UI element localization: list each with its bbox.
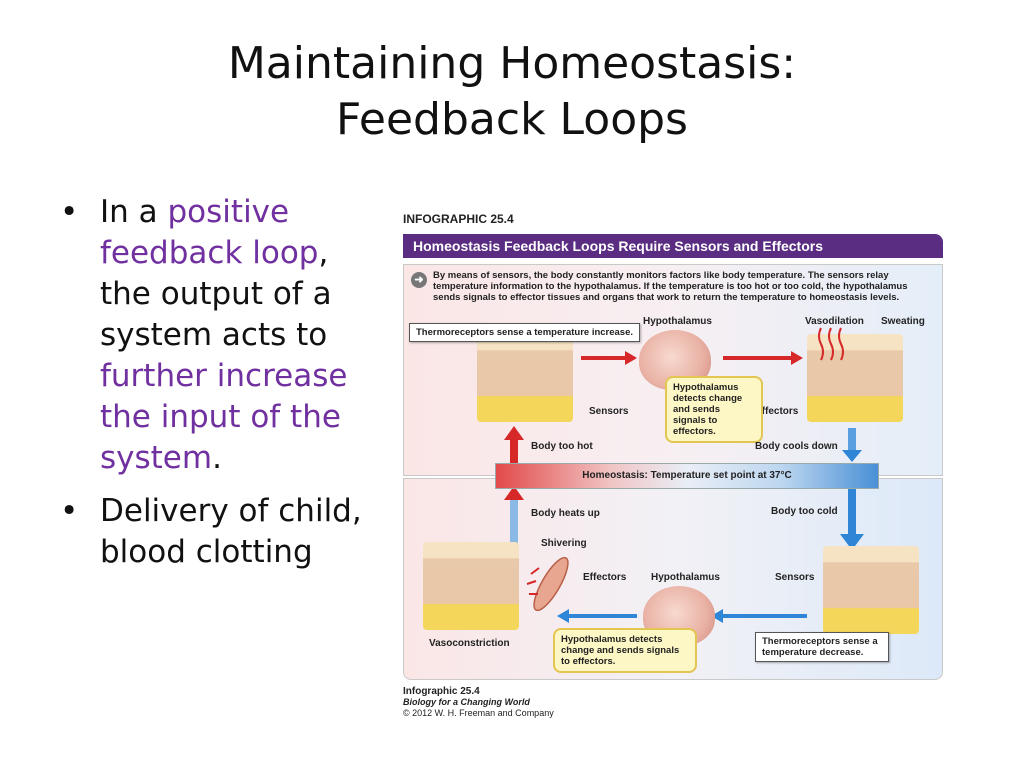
arrowhead <box>842 450 862 462</box>
arrowhead <box>625 351 637 365</box>
sensors-label-top: Sensors <box>589 406 629 417</box>
body-heats-up-label: Body heats up <box>531 508 600 519</box>
slide-title: Maintaining Homeostasis: Feedback Loops <box>60 36 964 148</box>
bullet-text: In a <box>100 194 168 230</box>
skin-sensors-cold-illustration <box>823 546 919 634</box>
slide-title-line2: Feedback Loops <box>336 94 688 145</box>
sensors-label-bottom: Sensors <box>775 572 815 583</box>
skin-sensors-hot-illustration <box>477 334 573 422</box>
hypothalamus-signal-box-top: Hypothalamus detects change and sends si… <box>665 376 763 443</box>
arrow-body-too-cold <box>848 488 856 538</box>
highlight-further-increase: further increase the input of the system <box>100 358 348 476</box>
bullet-dot: • <box>60 194 79 230</box>
heat-wave <box>838 327 844 361</box>
infographic-tag: INFOGRAPHIC 25.4 <box>403 212 514 226</box>
hypothalamus-signal-box-bottom: Hypothalamus detects change and sends si… <box>553 628 697 673</box>
hypothalamus-label-bottom: Hypothalamus <box>651 572 720 583</box>
infographic-banner: Homeostasis Feedback Loops Require Senso… <box>403 234 943 258</box>
bullet-list: • In a positive feedback loop, the outpu… <box>60 192 380 585</box>
sweating-label: Sweating <box>881 316 925 327</box>
bullet-text: . <box>212 440 222 476</box>
bullet-text: , the output of a system acts to <box>100 235 332 353</box>
shivering-muscle <box>533 556 569 612</box>
arrowhead <box>504 486 524 500</box>
slide-title-line1: Maintaining Homeostasis: <box>227 38 797 89</box>
bullet-examples: • Delivery of child, blood clotting <box>60 491 380 573</box>
credit-infographic-number: Infographic 25.4 <box>403 686 480 697</box>
shivering-label: Shivering <box>541 538 587 549</box>
arrowhead <box>557 609 569 623</box>
vasoconstriction-label: Vasoconstriction <box>429 638 510 649</box>
credit-copyright: © 2012 W. H. Freeman and Company <box>403 708 554 718</box>
heat-wave <box>818 327 824 361</box>
highlight-positive-feedback-loop: positive feedback loop <box>100 194 319 271</box>
effectors-label-bottom: Effectors <box>583 572 627 583</box>
bullet-text: Delivery of child, blood clotting <box>100 493 362 570</box>
body-too-cold-label: Body too cold <box>771 506 838 517</box>
thermoreceptors-decrease-box: Thermoreceptors sense a temperature decr… <box>755 632 889 662</box>
arrowhead <box>504 426 524 440</box>
infographic-credit: Infographic 25.4 Biology for a Changing … <box>403 686 554 719</box>
temperature-setpoint-bar: Homeostasis: Temperature set point at 37… <box>495 463 879 489</box>
credit-book-title: Biology for a Changing World <box>403 697 530 707</box>
thermoreceptors-increase-box: Thermoreceptors sense a temperature incr… <box>409 323 641 342</box>
hypothalamus-label-top: Hypothalamus <box>643 316 712 327</box>
bullet-positive-feedback: • In a positive feedback loop, the outpu… <box>60 192 380 479</box>
bullet-dot: • <box>60 493 79 529</box>
arrowhead <box>791 351 803 365</box>
shiver-marks <box>526 567 540 595</box>
arrow-right-icon: ➜ <box>411 272 427 288</box>
feedback-arrows <box>504 327 864 623</box>
infographic: INFOGRAPHIC 25.4 Homeostasis Feedback Lo… <box>403 212 945 724</box>
body-cools-down-label: Body cools down <box>755 441 838 452</box>
effectors-label-top: Effectors <box>755 406 799 417</box>
heat-wave <box>828 327 834 361</box>
vasodilation-label: Vasodilation <box>805 316 864 327</box>
arrow-body-cools-down <box>848 428 856 452</box>
body-too-hot-label: Body too hot <box>531 441 593 452</box>
arrowhead <box>840 534 864 550</box>
infographic-intro: By means of sensors, the body constantly… <box>433 270 908 303</box>
arrow-body-heats-up <box>510 496 518 548</box>
arrow-body-too-hot <box>510 438 518 464</box>
arrowhead <box>711 609 723 623</box>
skin-effectors-cold-illustration <box>423 542 519 630</box>
